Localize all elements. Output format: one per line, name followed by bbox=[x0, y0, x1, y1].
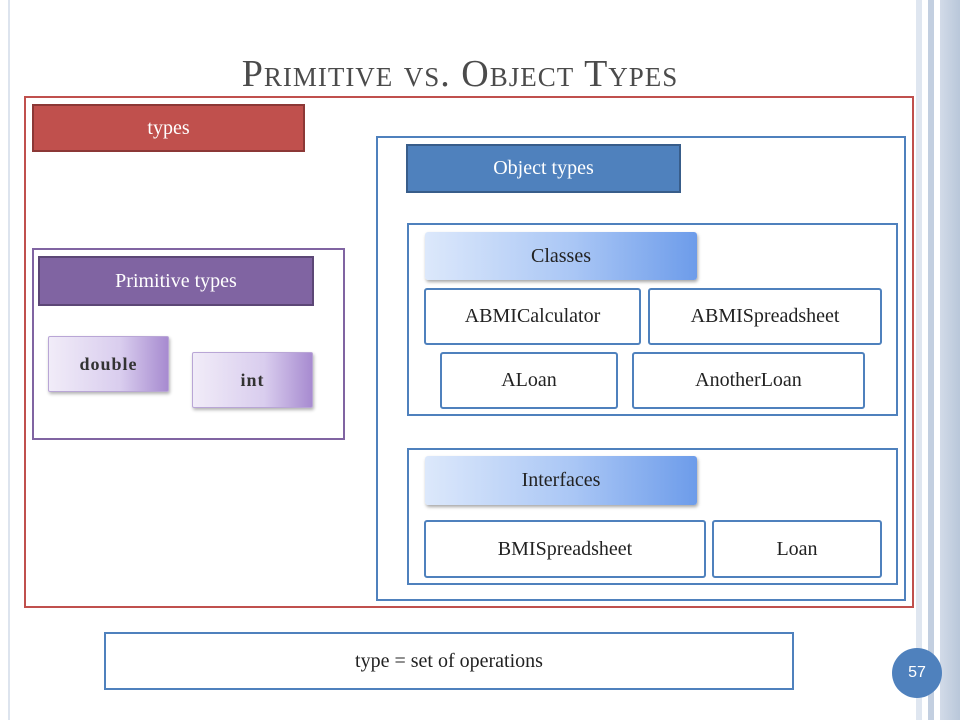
primitive-types-frame bbox=[32, 248, 345, 440]
class-abmispreadsheet: ABMISpreadsheet bbox=[648, 288, 882, 345]
classes-header: Classes bbox=[425, 232, 697, 280]
slide-title: Primitive vs. Object Types bbox=[241, 53, 679, 95]
interface-bmispreadsheet: BMISpreadsheet bbox=[424, 520, 706, 578]
interface-loan: Loan bbox=[712, 520, 882, 578]
class-abmicalculator: ABMICalculator bbox=[424, 288, 641, 345]
primitive-type-double: double bbox=[48, 336, 169, 392]
types-frame bbox=[24, 96, 914, 608]
definition-box: type = set of operations bbox=[104, 632, 794, 690]
right-decor-bar bbox=[916, 0, 922, 720]
object-types-header: Object types bbox=[406, 144, 681, 193]
interfaces-header: Interfaces bbox=[425, 456, 697, 505]
right-decor-bar bbox=[940, 0, 960, 720]
left-rule bbox=[8, 0, 10, 720]
page-number-badge: 57 bbox=[892, 648, 942, 698]
interfaces-frame bbox=[407, 448, 898, 585]
primitive-type-int: int bbox=[192, 352, 313, 408]
class-aloan: ALoan bbox=[440, 352, 618, 409]
classes-frame bbox=[407, 223, 898, 416]
class-anotherloan: AnotherLoan bbox=[632, 352, 865, 409]
object-types-frame bbox=[376, 136, 906, 601]
types-header: types bbox=[32, 104, 305, 152]
primitive-types-header: Primitive types bbox=[38, 256, 314, 306]
right-decor-bar bbox=[928, 0, 934, 720]
